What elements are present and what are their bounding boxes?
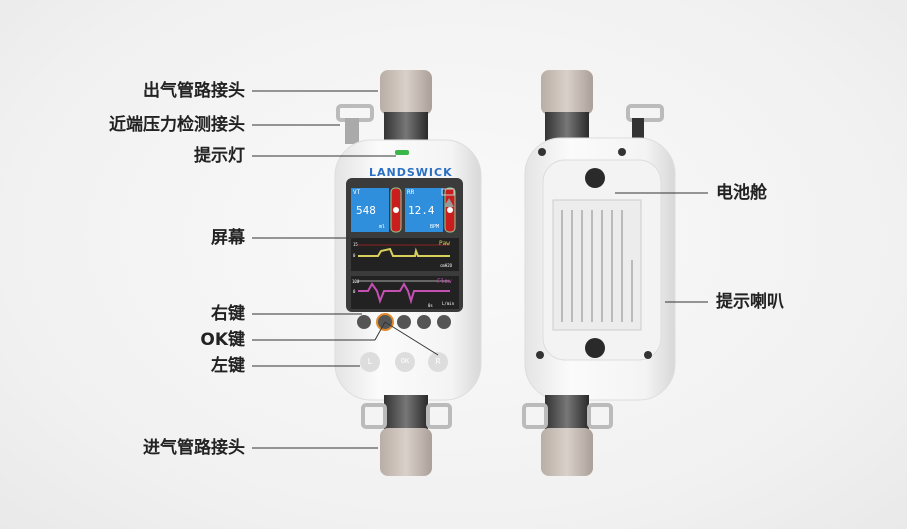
flow-tick-high: 100 — [352, 279, 360, 284]
outlet-tube — [384, 112, 428, 142]
vt-value: 548 — [356, 204, 376, 217]
inlet-cap — [380, 428, 432, 476]
leader-lines — [252, 90, 708, 449]
outlet-cap — [380, 70, 432, 115]
time-label: 0s — [428, 303, 433, 308]
paw-unit: cmH2O — [440, 263, 453, 268]
rr-unit: BPM — [430, 224, 440, 230]
flow-tick-low: 0 — [353, 289, 356, 294]
label-pressure-port: 近端压力检测接头 — [109, 115, 245, 135]
label-inlet-connector: 进气管路接头 — [143, 438, 245, 458]
front-device — [334, 70, 482, 476]
label-indicator-light: 提示灯 — [194, 146, 245, 166]
label-battery-compartment: 电池舱 — [716, 183, 767, 203]
flow-label: Flow — [437, 278, 452, 285]
spec-label — [552, 199, 642, 331]
label-right-key: 右键 — [211, 304, 245, 324]
vt-unit: ml — [379, 224, 386, 230]
paw-tick-high: 15 — [353, 242, 358, 247]
label-screen: 屏幕 — [211, 228, 245, 248]
right-key-label: R — [435, 357, 441, 366]
rr-value: 12.4 — [408, 204, 435, 217]
back-device — [522, 70, 676, 476]
pressure-port — [345, 118, 359, 144]
label-speaker: 提示喇叭 — [716, 292, 784, 312]
pressure-port-bracket — [336, 104, 374, 122]
left-key-label: L — [367, 357, 373, 366]
vt-label: VT — [353, 189, 361, 196]
paw-tick-low: 0 — [353, 253, 356, 258]
paw-label: Paw — [439, 240, 450, 247]
label-outlet-connector: 出气管路接头 — [143, 81, 245, 101]
rr-label: RR — [407, 189, 415, 196]
brand-logo: LANDSWICK — [369, 166, 453, 179]
right-key — [428, 352, 448, 372]
left-key — [360, 352, 380, 372]
label-ok-key: OK键 — [200, 330, 245, 350]
label-left-key: 左键 — [211, 356, 245, 376]
indicator-light — [395, 150, 409, 155]
ok-key — [395, 352, 415, 372]
ok-key-label: OK — [400, 357, 410, 365]
flow-unit: L/min — [442, 301, 455, 306]
